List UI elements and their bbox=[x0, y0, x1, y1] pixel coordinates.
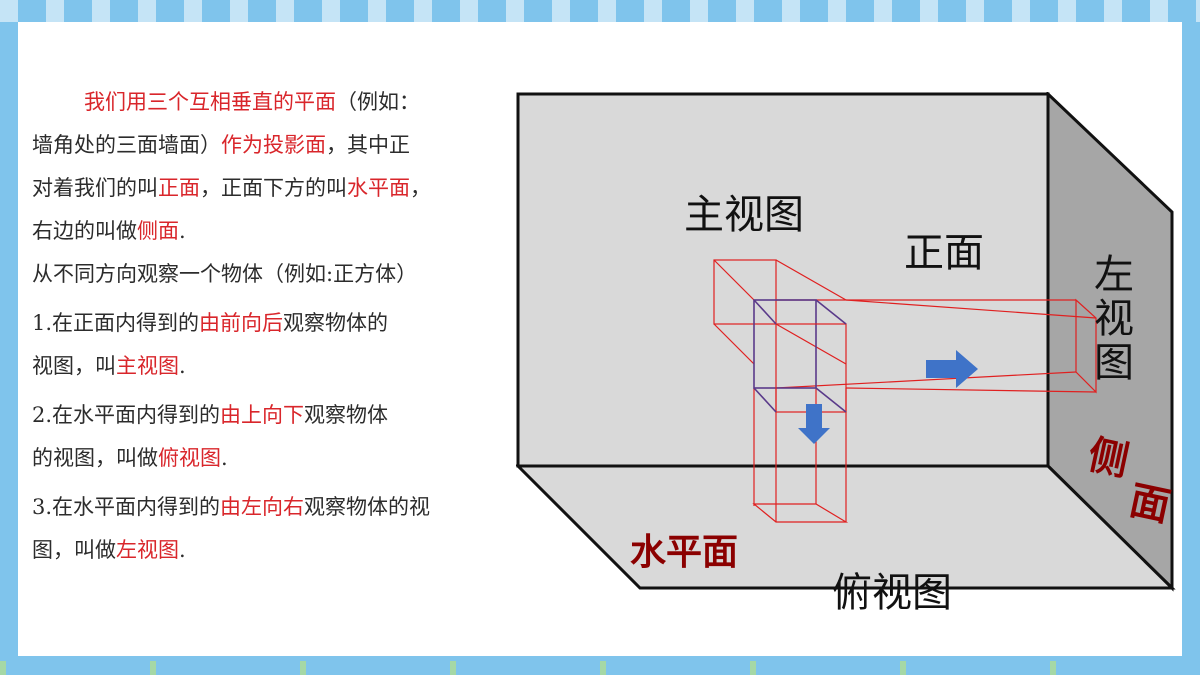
side-projection bbox=[775, 298, 1097, 394]
side-plane-label: 侧 面 bbox=[1084, 432, 1174, 531]
top-decoration bbox=[0, 0, 1200, 22]
paragraph-line-5: 从不同方向观察一个物体（例如:正方体） bbox=[32, 262, 418, 286]
front-projection bbox=[713, 259, 847, 365]
left-view-label-2: 视 bbox=[1094, 296, 1134, 342]
item-3-line-1: 3.在水平面内得到的由左向右观察物体的视 bbox=[32, 495, 431, 519]
item-1-line-1: 1.在正面内得到的由前向后观察物体的 bbox=[32, 311, 389, 335]
paragraph-line-2: 墙角处的三面墙面）作为投影面，其中正 bbox=[32, 133, 410, 157]
paragraph-line-4: 右边的叫做侧面. bbox=[32, 219, 186, 243]
front-plane bbox=[516, 92, 1050, 468]
item-2-line-1: 2.在水平面内得到的由上向下观察物体 bbox=[32, 403, 389, 427]
three-view-diagram: 主视图 正面 左 视 图 侧 面 水平面 俯视图 bbox=[516, 92, 1176, 616]
explanation-text: 我们用三个互相垂直的平面（例如： 墙角处的三面墙面）作为投影面，其中正 对着我们… bbox=[32, 92, 512, 561]
side-plane-label-2: 面 bbox=[1125, 478, 1174, 531]
front-plane-label: 正面 bbox=[904, 230, 984, 276]
side-plane-label-1: 侧 bbox=[1084, 432, 1133, 485]
paragraph-line-1: 我们用三个互相垂直的平面（例如： bbox=[84, 90, 420, 114]
horizontal-plane-label: 水平面 bbox=[630, 532, 738, 573]
arrow-down-icon bbox=[798, 404, 830, 444]
front-view-label: 主视图 bbox=[684, 192, 804, 238]
slide: 我们用三个互相垂直的平面（例如： 墙角处的三面墙面）作为投影面，其中正 对着我们… bbox=[18, 22, 1182, 656]
item-3-line-2: 图，叫做左视图. bbox=[32, 538, 186, 562]
left-view-label-1: 左 bbox=[1094, 252, 1134, 298]
left-view-label-3: 图 bbox=[1094, 340, 1134, 386]
arrow-right-icon bbox=[926, 350, 978, 388]
item-2-line-2: 的视图，叫做俯视图. bbox=[32, 446, 228, 470]
paragraph-line-3: 对着我们的叫正面，正面下方的叫水平面， bbox=[32, 176, 431, 200]
top-view-label: 俯视图 bbox=[832, 570, 952, 616]
bottom-decoration bbox=[0, 661, 1200, 675]
item-1-line-2: 视图，叫主视图. bbox=[32, 354, 186, 378]
horizontal-plane bbox=[516, 464, 1176, 590]
